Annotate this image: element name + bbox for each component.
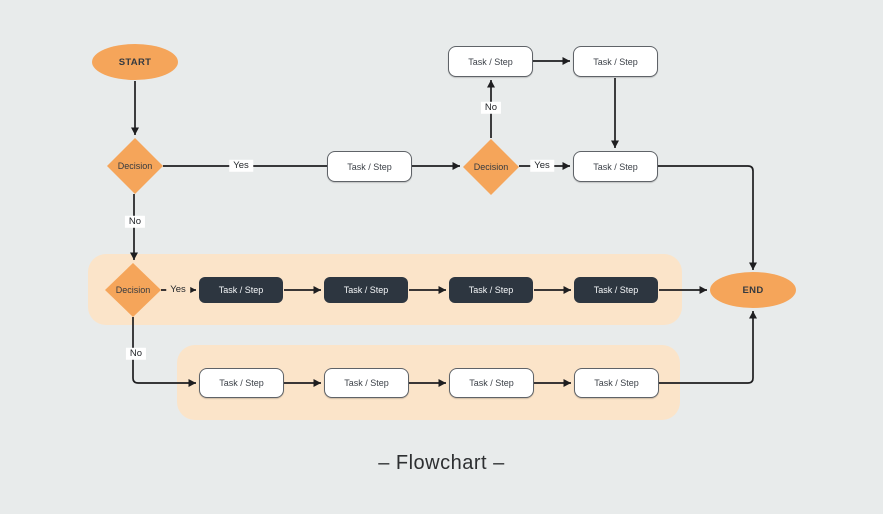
- edge-label-no-6: No: [125, 347, 147, 361]
- task-right-node: Task / Step: [573, 151, 658, 182]
- edge-label-no-2: No: [124, 215, 146, 229]
- end-label: END: [742, 284, 764, 296]
- end-node: END: [710, 272, 796, 308]
- task-bottom-2-label: Task / Step: [344, 378, 389, 388]
- edge-label-yes-4: Yes: [530, 159, 554, 173]
- edge-label-yes-1: Yes: [229, 159, 253, 173]
- task-top-2-label: Task / Step: [593, 56, 638, 67]
- start-node: START: [92, 44, 178, 80]
- task-bottom-3-node: Task / Step: [449, 368, 534, 398]
- connector-decision3-no-down: [132, 317, 196, 387]
- edge-label-no-3: No: [480, 101, 502, 115]
- task-bottom-2-node: Task / Step: [324, 368, 409, 398]
- task-dark-2-label: Task / Step: [343, 285, 389, 295]
- decision-2-label: Decision: [473, 162, 509, 172]
- decision-3-label: Decision: [115, 285, 151, 295]
- task-bottom-4-node: Task / Step: [574, 368, 659, 398]
- start-label: START: [118, 56, 152, 68]
- edge-label-yes-5: Yes: [166, 283, 190, 297]
- decision-1-label: Decision: [117, 161, 153, 171]
- task-mid-label: Task / Step: [347, 161, 392, 172]
- task-dark-2-node: Task / Step: [324, 277, 408, 303]
- task-top-1-node: Task / Step: [448, 46, 533, 77]
- task-dark-3-label: Task / Step: [468, 285, 514, 295]
- task-dark-4-label: Task / Step: [593, 285, 639, 295]
- diagram-title: – Flowchart –: [378, 452, 505, 474]
- task-dark-1-label: Task / Step: [218, 285, 264, 295]
- task-dark-4-node: Task / Step: [574, 277, 658, 303]
- task-top-2-node: Task / Step: [573, 46, 658, 77]
- task-right-label: Task / Step: [593, 161, 638, 172]
- task-bottom-3-label: Task / Step: [469, 378, 514, 388]
- task-bottom-1-label: Task / Step: [219, 378, 264, 388]
- connector-taskright-to-end-top: [658, 165, 757, 270]
- task-top-1-label: Task / Step: [468, 56, 513, 67]
- connector-bottom4-to-end-bottom: [658, 311, 757, 384]
- task-dark-1-node: Task / Step: [199, 277, 283, 303]
- task-dark-3-node: Task / Step: [449, 277, 533, 303]
- task-mid-node: Task / Step: [327, 151, 412, 182]
- task-bottom-4-label: Task / Step: [594, 378, 639, 388]
- task-bottom-1-node: Task / Step: [199, 368, 284, 398]
